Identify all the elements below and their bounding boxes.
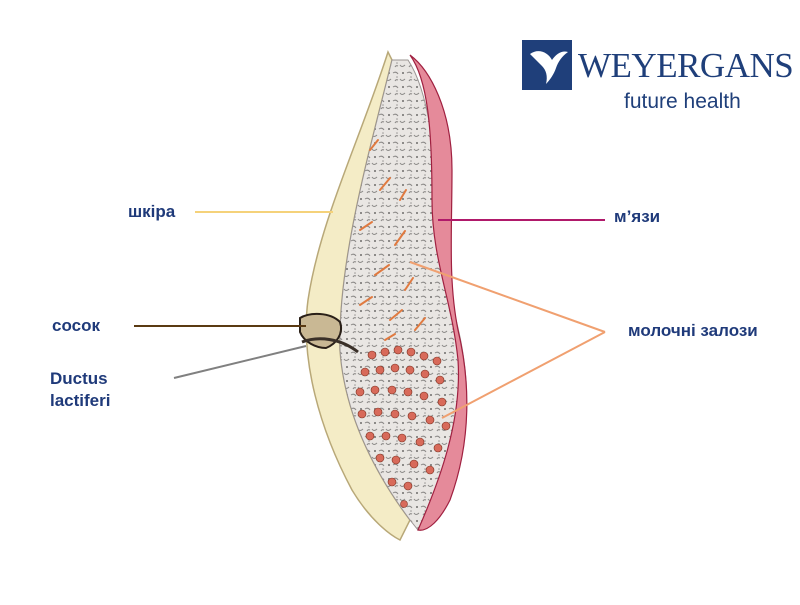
- skin-label: шкіра: [128, 202, 176, 221]
- logo-wordmark: WEYERGANS: [578, 46, 794, 85]
- weyergans-logo: WEYERGANS future health: [522, 38, 794, 118]
- gland-lobules: [355, 345, 451, 508]
- ducts-label-line1: Ductus: [50, 369, 108, 388]
- ducts-label-line2: lactiferi: [50, 391, 111, 410]
- lactiferous-ducts-shape: [301, 337, 359, 354]
- muscle-layer: [409, 54, 468, 531]
- gland-leader-line-lower: [441, 331, 606, 419]
- glands-label: молочні залози: [628, 321, 758, 340]
- muscles-label: м’язи: [614, 207, 661, 226]
- nipple-label: сосок: [52, 316, 100, 335]
- bird-icon: [522, 40, 572, 90]
- gland-tissue-streaks: [359, 139, 426, 341]
- logo-tagline: future health: [624, 90, 741, 113]
- duct-leader-line: [173, 345, 307, 379]
- gland-leader-line-upper: [409, 261, 606, 333]
